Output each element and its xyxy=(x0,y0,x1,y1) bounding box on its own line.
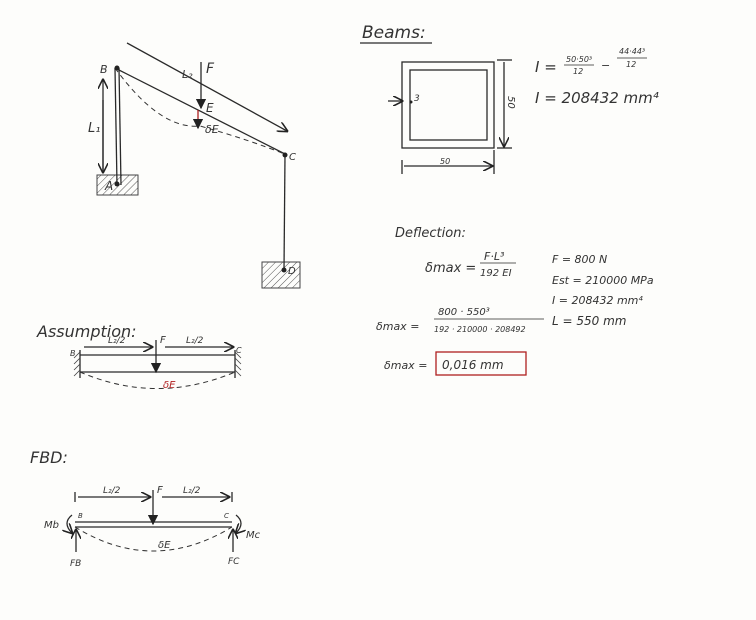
thickness-label: 3 xyxy=(414,94,420,104)
cross-section-inner xyxy=(409,69,488,141)
frame-diagram: B A C D F E δE L₁ L₂ xyxy=(88,42,301,289)
label-a: A xyxy=(104,179,113,193)
width-label: 50 xyxy=(440,157,450,166)
deflection-section: Deflection: δmax = F·L³ 192 EI F = 800 N… xyxy=(376,226,654,376)
label-fc: FC xyxy=(228,557,240,567)
i-den2: 12 xyxy=(626,60,636,69)
label-l2: L₂ xyxy=(182,68,193,81)
label-b: B xyxy=(78,512,83,520)
assumption-section: Assumption: B C F L₂/2 L₂/2 δE xyxy=(36,322,242,391)
deflection-title: Deflection: xyxy=(395,226,466,241)
assumption-title: Assumption: xyxy=(36,322,137,341)
deflected-shape xyxy=(114,67,288,156)
fbd-title: FBD: xyxy=(30,448,68,467)
label-f: F xyxy=(160,335,166,346)
label-e: E xyxy=(206,101,214,115)
given-length: L = 550 mm xyxy=(552,314,626,328)
formula-lhs: δmax = xyxy=(425,261,476,276)
given-force: F = 800 N xyxy=(552,253,607,266)
sub-lhs: δmax = xyxy=(376,320,419,333)
label-d: D xyxy=(288,266,296,277)
label-c: C xyxy=(289,152,296,163)
label-half-right: L₂/2 xyxy=(183,486,201,496)
result-box xyxy=(435,351,527,376)
fbd-section: FBD: F L₂/2 L₂/2 δE Mb Mc FB FC B C xyxy=(30,448,261,569)
i-num1: 50·50³ xyxy=(566,55,592,64)
i-formula-lhs: I = xyxy=(535,58,557,76)
result-lhs: δmax = xyxy=(384,359,427,372)
cross-section-outer xyxy=(401,61,495,149)
label-mc: Mc xyxy=(246,530,261,541)
formula-den: 192 EI xyxy=(480,268,512,279)
result-value: 0,016 mm xyxy=(442,358,504,372)
label-c: C xyxy=(236,346,242,355)
formula-num: F·L³ xyxy=(484,250,505,263)
column-ab xyxy=(114,67,118,186)
label-delta-e: δE xyxy=(163,380,176,391)
i-result: I = 208432 mm⁴ xyxy=(535,89,659,107)
i-num2: 44·44³ xyxy=(619,47,645,56)
l2-dimension xyxy=(126,42,287,131)
support-d xyxy=(261,261,301,289)
label-half-right: L₂/2 xyxy=(186,336,204,346)
given-modulus: Est = 210000 MPa xyxy=(552,274,654,287)
label-b: B xyxy=(100,63,108,76)
label-half-left: L₂/2 xyxy=(103,486,121,496)
label-f: F xyxy=(157,485,163,496)
label-delta-e: δE xyxy=(158,540,171,551)
beam-bc xyxy=(114,67,288,156)
label-delta-e: δE xyxy=(205,123,219,136)
sub-den: 192 · 210000 · 208492 xyxy=(434,325,526,334)
label-b: B xyxy=(70,349,76,358)
i-den1: 12 xyxy=(573,67,583,76)
label-half-left: L₂/2 xyxy=(108,336,126,346)
label-f: F xyxy=(206,61,215,77)
i-minus: − xyxy=(601,59,610,72)
beams-title: Beams: xyxy=(362,23,426,43)
label-l1: L₁ xyxy=(88,121,100,136)
height-label: 50 xyxy=(505,96,516,109)
given-inertia: I = 208432 mm⁴ xyxy=(552,294,643,307)
label-fb: FB xyxy=(70,559,81,569)
label-mb: Mb xyxy=(44,520,59,531)
label-c: C xyxy=(224,512,229,520)
column-cd xyxy=(283,154,286,271)
sub-num: 800 · 550³ xyxy=(438,307,490,318)
beams-section: Beams: 3 50 50 I = 50·50³ 12 − 44·44³ 12… xyxy=(360,23,659,174)
